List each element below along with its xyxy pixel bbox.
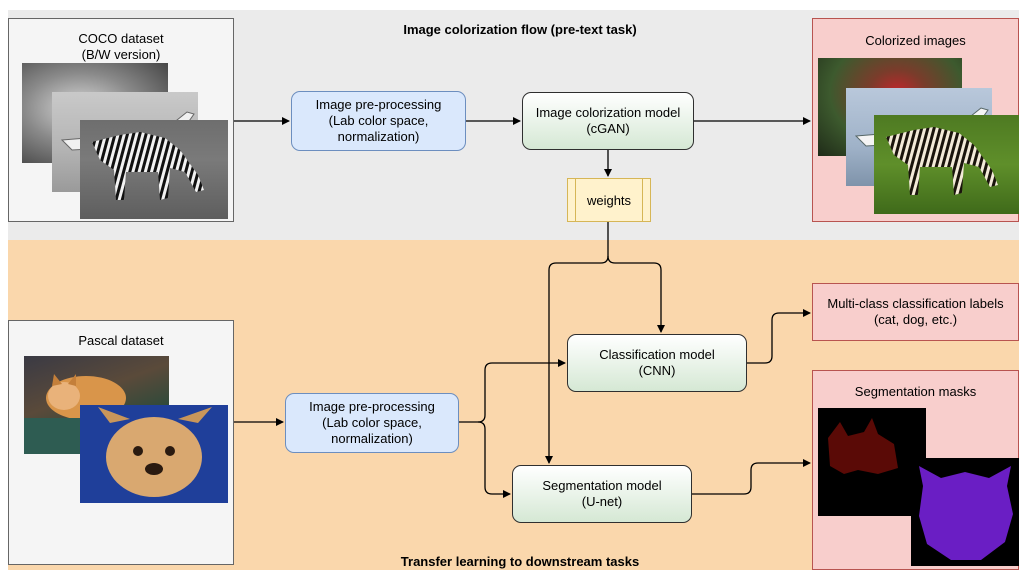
coco-dataset-title: COCO dataset (B/W version) [78, 31, 164, 62]
dog-image [80, 405, 228, 503]
segmentation-model-node[interactable]: Segmentation model (U-net) [512, 465, 692, 523]
bw-zebra-image [80, 120, 228, 219]
classification-labels-node[interactable]: Multi-class classification labels (cat, … [812, 283, 1019, 341]
arrow-weights-to-classification [607, 255, 665, 333]
pascal-dataset-title: Pascal dataset [78, 333, 164, 348]
arrow-segmentation-to-masks [692, 459, 811, 495]
cat-mask-shape [828, 418, 898, 474]
colorized-zebra-shape [886, 127, 998, 195]
dog-mask-shape [919, 466, 1013, 560]
colorized-images-title: Colorized images [865, 33, 966, 48]
colorization-model-node[interactable]: Image colorization model (cGAN) [522, 92, 694, 150]
image-preprocessing-node-bottom[interactable]: Image pre-processing (Lab color space, n… [285, 393, 459, 453]
arrow-preprocess-to-segmentation [477, 421, 511, 498]
arrow-preprocess-to-classification [459, 359, 566, 423]
arrow-weights-to-segmentation [545, 222, 609, 464]
dog-mask-image [911, 458, 1019, 566]
dog-shape [98, 407, 212, 497]
classification-model-node[interactable]: Classification model (CNN) [567, 334, 747, 392]
colorized-zebra-image [874, 115, 1019, 214]
pretext-section-title: Image colorization flow (pre-text task) [403, 22, 637, 37]
zebra-shape [92, 132, 204, 200]
weights-node[interactable]: weights [567, 178, 651, 222]
image-preprocessing-node-top[interactable]: Image pre-processing (Lab color space, n… [291, 91, 466, 151]
downstream-section-title: Transfer learning to downstream tasks [400, 554, 640, 569]
segmentation-masks-title: Segmentation masks [854, 384, 977, 399]
cat-mask-image [818, 408, 926, 516]
arrow-classification-to-labels [747, 309, 811, 364]
